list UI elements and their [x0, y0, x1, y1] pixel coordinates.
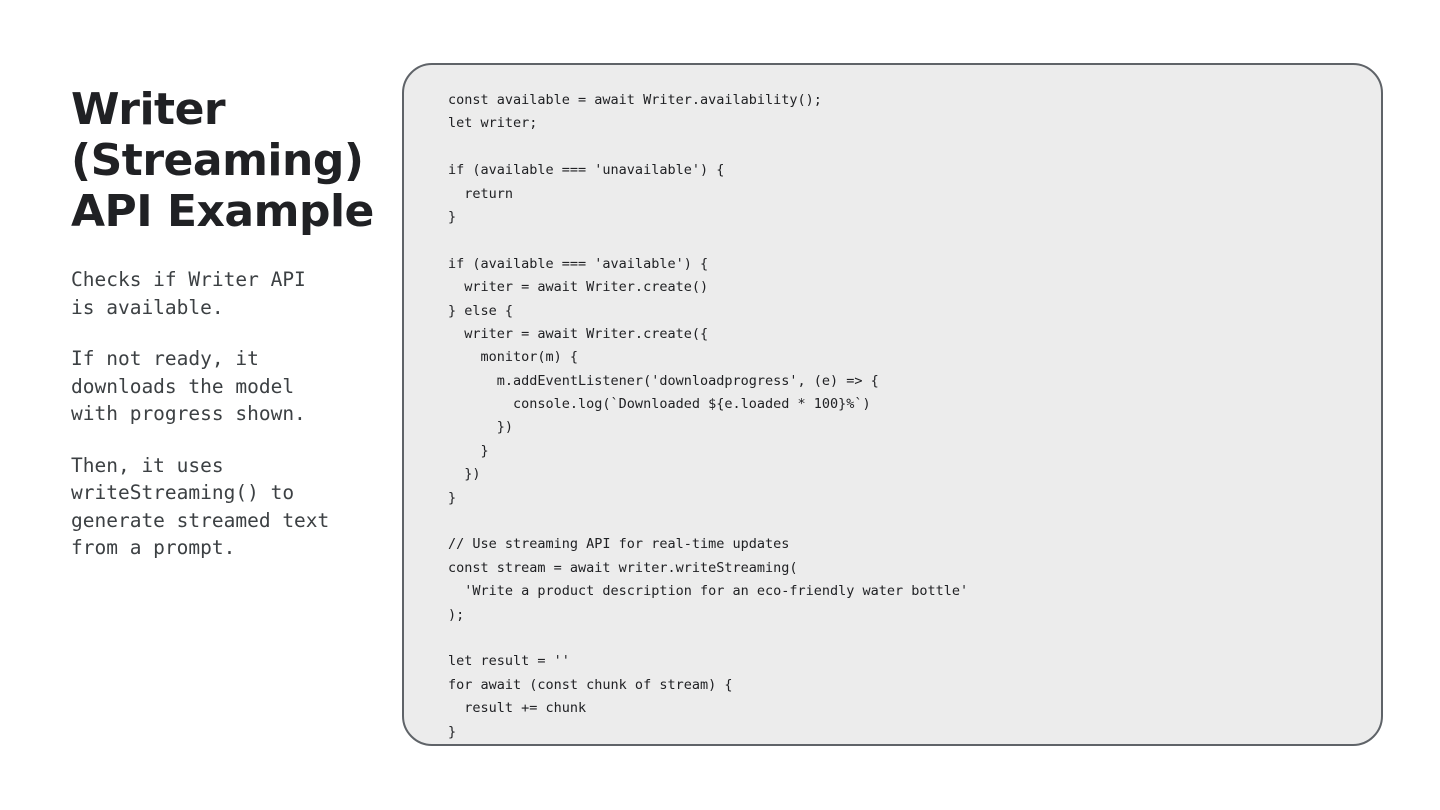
code-line: } — [448, 489, 457, 506]
description-line: Then, it uses — [71, 453, 224, 477]
code-line: } — [448, 442, 489, 459]
description-line: is available. — [71, 295, 224, 319]
code-line: for await (const chunk of stream) { — [448, 676, 733, 693]
code-panel: const available = await Writer.availabil… — [402, 63, 1383, 746]
code-line: result += chunk — [448, 700, 587, 717]
description-line: downloads the model — [71, 374, 295, 398]
slide-title: Writer (Streaming) API Example — [71, 84, 374, 237]
code-line: let result = '' — [448, 653, 570, 670]
code-line: console.log(`Downloaded ${e.loaded * 100… — [448, 396, 871, 413]
code-line: 'Write a product description for an eco-… — [448, 583, 969, 600]
code-line: ); — [448, 606, 465, 623]
code-line: let writer; — [448, 115, 538, 132]
slide-title-line: (Streaming) — [71, 135, 364, 186]
description-paragraph: If not ready, it downloads the model wit… — [71, 345, 371, 428]
code-line: // Use streaming API for real-time updat… — [448, 536, 790, 553]
code-line: } else { — [448, 302, 514, 319]
code-line: }) — [448, 419, 514, 436]
code-line: }) — [448, 466, 481, 483]
code-block: const available = await Writer.availabil… — [448, 89, 968, 744]
code-line: monitor(m) { — [448, 349, 579, 366]
code-line — [448, 510, 968, 533]
code-line: } — [448, 208, 457, 225]
code-line: } — [448, 723, 457, 740]
code-line: writer = await Writer.create({ — [448, 325, 709, 342]
description-line: If not ready, it — [71, 347, 259, 370]
code-line: return — [448, 185, 514, 202]
code-line — [448, 627, 968, 650]
description-paragraph: Then, it uses writeStreaming() to genera… — [71, 452, 371, 562]
description-line: Checks if Writer API — [71, 268, 306, 291]
code-line: if (available === 'available') { — [448, 255, 709, 272]
description-line: writeStreaming() to — [71, 481, 295, 504]
description-paragraph: Checks if Writer API is available. — [71, 266, 371, 321]
code-line: writer = await Writer.create() — [448, 279, 709, 296]
code-line: m.addEventListener('downloadprogress', (… — [448, 372, 879, 389]
description: Checks if Writer API is available. If no… — [71, 266, 371, 586]
description-line: with progress shown. — [71, 402, 306, 425]
code-line: const available = await Writer.availabil… — [448, 92, 822, 108]
code-line — [448, 229, 968, 252]
slide-title-line: Writer — [71, 84, 226, 135]
code-line: const stream = await writer.writeStreami… — [448, 559, 798, 576]
description-line: from a prompt. — [71, 536, 236, 559]
description-line: generate streamed text — [71, 508, 330, 532]
code-line — [448, 136, 968, 159]
slide-title-line: API Example — [71, 186, 374, 237]
code-line: if (available === 'unavailable') { — [448, 162, 725, 179]
